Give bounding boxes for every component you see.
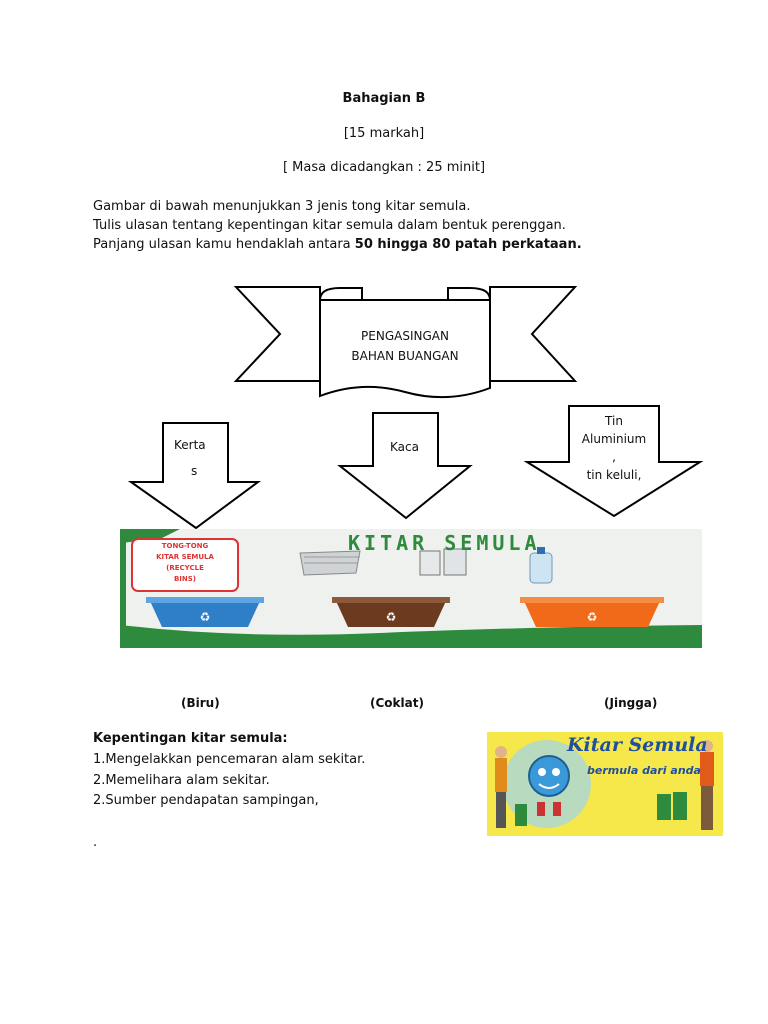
banner-right-tail (489, 286, 578, 382)
arrow-tin-label-3: , (612, 450, 616, 464)
trailing-dot: . (93, 835, 98, 850)
importance-item-3: 2.Sumber pendapatan sampingan, (93, 793, 319, 808)
importance-item-1: 1.Mengelakkan pencemaran alam sekitar. (93, 752, 366, 767)
recycling-bins-poster: ♻ ♻ ♻ KITAR SEMULA TONG-TONG KITAR SEMUL… (120, 529, 702, 648)
blue-bin: ♻ (146, 597, 264, 627)
arrow-paper (127, 422, 262, 530)
side-poster-art (487, 732, 723, 836)
svg-text:♻: ♻ (386, 610, 397, 624)
brown-bin-label: (Coklat) (370, 696, 424, 710)
kitar-semula-poster: Kitar Semula bermula dari anda (487, 732, 723, 836)
orange-bin-label: (Jingga) (604, 696, 658, 710)
arrow-glass (337, 412, 473, 520)
person-left-icon (495, 746, 507, 828)
svg-text:♻: ♻ (200, 610, 211, 624)
poster-title: KITAR SEMULA (348, 531, 541, 555)
arrow-glass-label: Kaca (390, 440, 419, 454)
section-title: Bahagian B (342, 91, 426, 106)
recycle-mascot-icon (528, 755, 570, 816)
sticker-line-4: BINS) (173, 575, 197, 583)
paper-stack-icon (299, 550, 361, 576)
poster-art: ♻ ♻ ♻ (120, 529, 702, 648)
sticker-line-1: TONG-TONG (161, 542, 209, 550)
side-poster-subtitle: bermula dari anda (587, 764, 701, 777)
instruction-line-1: Gambar di bawah menunjukkan 3 jenis tong… (93, 199, 471, 214)
side-poster-title: Kitar Semula (567, 734, 708, 756)
blue-bin-label: (Biru) (181, 696, 220, 710)
banner-text-line-2: BAHAN BUANGAN (351, 349, 459, 363)
sticker-line-3: (RECYCLE (166, 564, 204, 572)
instruction-line-3: Panjang ulasan kamu hendaklah antara 50 … (93, 235, 582, 254)
banner-main (319, 299, 491, 399)
orange-bin: ♻ (520, 597, 664, 627)
marks-label: [15 markah] (343, 126, 425, 141)
banner-left-fold (318, 287, 363, 301)
time-label: [ Masa dicadangkan : 25 minit] (282, 160, 486, 175)
sorting-diagram (127, 286, 704, 530)
arrow-paper-label-2: s (191, 464, 198, 478)
sticker-line-2: KITAR SEMULA (156, 553, 214, 561)
instruction-line-2: Tulis ulasan tentang kepentingan kitar s… (93, 218, 566, 233)
brown-bin: ♻ (332, 597, 450, 627)
banner-text-line-1: PENGASINGAN (361, 329, 449, 343)
arrow-tin-label-4: tin keluli, (586, 468, 642, 482)
arrow-tin-label-2: Aluminium (581, 432, 647, 446)
arrow-paper-label-1: Kerta (174, 438, 206, 452)
banner-right-fold (447, 287, 492, 301)
instruction-line-3-text: Panjang ulasan kamu hendaklah antara (93, 237, 355, 252)
arrow-tin (523, 405, 704, 518)
importance-heading: Kepentingan kitar semula: (93, 731, 288, 746)
poster-sticker: TONG-TONG KITAR SEMULA (RECYCLE BINS) (132, 541, 238, 585)
person-right-icon (700, 740, 714, 830)
water-bottle-icon (529, 547, 553, 584)
word-count-range: 50 hingga 80 patah perkataan. (354, 237, 582, 252)
small-bins-icon (515, 792, 687, 826)
banner-left-tail (233, 286, 321, 382)
svg-text:♻: ♻ (587, 610, 598, 624)
importance-item-2: 2.Memelihara alam sekitar. (93, 773, 270, 788)
glass-jars-icon (419, 548, 467, 576)
arrow-tin-label-1: Tin (605, 414, 623, 428)
